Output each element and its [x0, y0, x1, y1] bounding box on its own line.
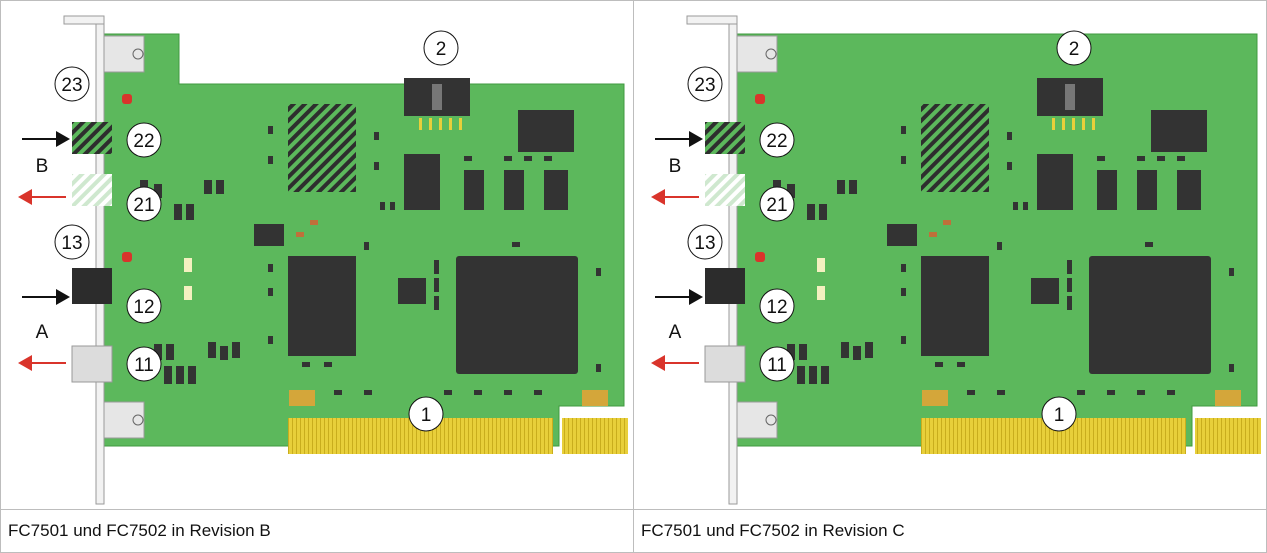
- caption-revision-c: FC7501 und FC7502 in Revision C: [641, 521, 905, 540]
- port-label-b: B: [669, 156, 682, 177]
- ic-medium: [921, 256, 989, 356]
- port-a-tx: [72, 268, 112, 304]
- port-b-tx: [72, 122, 112, 154]
- callout-21: 21: [126, 186, 162, 222]
- ic-medium: [288, 256, 356, 356]
- gold-fingers-right: [562, 418, 628, 454]
- callout-12: 12: [126, 288, 162, 324]
- port-a-rx: [71, 345, 113, 383]
- ic-large: [1089, 256, 1211, 374]
- callout-13-label: 13: [694, 233, 715, 254]
- port-label-a: A: [669, 322, 682, 343]
- callout-1: 1: [408, 396, 444, 432]
- callout-23-label: 23: [61, 75, 82, 96]
- port-a-tx: [705, 268, 745, 304]
- port-label-b: B: [36, 156, 49, 177]
- ic-hatched: [921, 104, 989, 192]
- callout-1-label: 1: [1054, 405, 1065, 426]
- callout-13: 13: [687, 224, 723, 260]
- port-a-rx: [704, 345, 746, 383]
- arrow-red-b: [18, 189, 66, 205]
- callout-23: 23: [687, 66, 723, 102]
- ic-large: [456, 256, 578, 374]
- arrow-red-a: [18, 355, 66, 371]
- led-red-13: [122, 252, 132, 262]
- table-border-left: [0, 0, 1, 553]
- callout-2: 2: [423, 30, 459, 66]
- arrow-red-b: [651, 189, 699, 205]
- callout-22: 22: [126, 122, 162, 158]
- arrow-red-a: [651, 355, 699, 371]
- callout-1: 1: [1041, 396, 1077, 432]
- callout-2-label: 2: [1069, 39, 1080, 60]
- port-b-rx: [705, 174, 745, 206]
- callout-22-label: 22: [133, 131, 154, 152]
- callout-2-label: 2: [436, 39, 447, 60]
- table-border-center: [633, 0, 634, 553]
- gold-fingers-right: [1195, 418, 1261, 454]
- led-red-23: [122, 94, 132, 104]
- port-b-rx: [72, 174, 112, 206]
- caption-revision-b: FC7501 und FC7502 in Revision B: [8, 521, 271, 540]
- arrow-black-a: [655, 289, 703, 305]
- callout-12-label: 12: [133, 297, 154, 318]
- callout-21: 21: [759, 186, 795, 222]
- callout-21-label: 21: [133, 195, 154, 216]
- callout-23-label: 23: [694, 75, 715, 96]
- callout-12-label: 12: [766, 297, 787, 318]
- callout-11-label: 11: [134, 355, 154, 376]
- ic-hatched: [288, 104, 356, 192]
- led-red-13: [755, 252, 765, 262]
- callout-11: 11: [126, 346, 162, 382]
- arrow-black-b: [655, 131, 703, 147]
- callout-13-label: 13: [61, 233, 82, 254]
- callout-1-label: 1: [421, 405, 432, 426]
- arrow-black-b: [22, 131, 70, 147]
- port-label-a: A: [36, 322, 49, 343]
- led-red-23: [755, 94, 765, 104]
- callout-11-label: 11: [767, 355, 787, 376]
- port-b-tx: [705, 122, 745, 154]
- arrow-black-a: [22, 289, 70, 305]
- callout-12: 12: [759, 288, 795, 324]
- board-diagram-revision-c: 1 2 11 12 13 21 22 23 B A: [637, 6, 1263, 508]
- board-diagram-revision-b: 1 2 11 12 13 21 22 23 B A: [4, 6, 630, 508]
- callout-21-label: 21: [766, 195, 787, 216]
- callout-2: 2: [1056, 30, 1092, 66]
- callout-11: 11: [759, 346, 795, 382]
- callout-13: 13: [54, 224, 90, 260]
- callout-22-label: 22: [766, 131, 787, 152]
- callout-22: 22: [759, 122, 795, 158]
- callout-23: 23: [54, 66, 90, 102]
